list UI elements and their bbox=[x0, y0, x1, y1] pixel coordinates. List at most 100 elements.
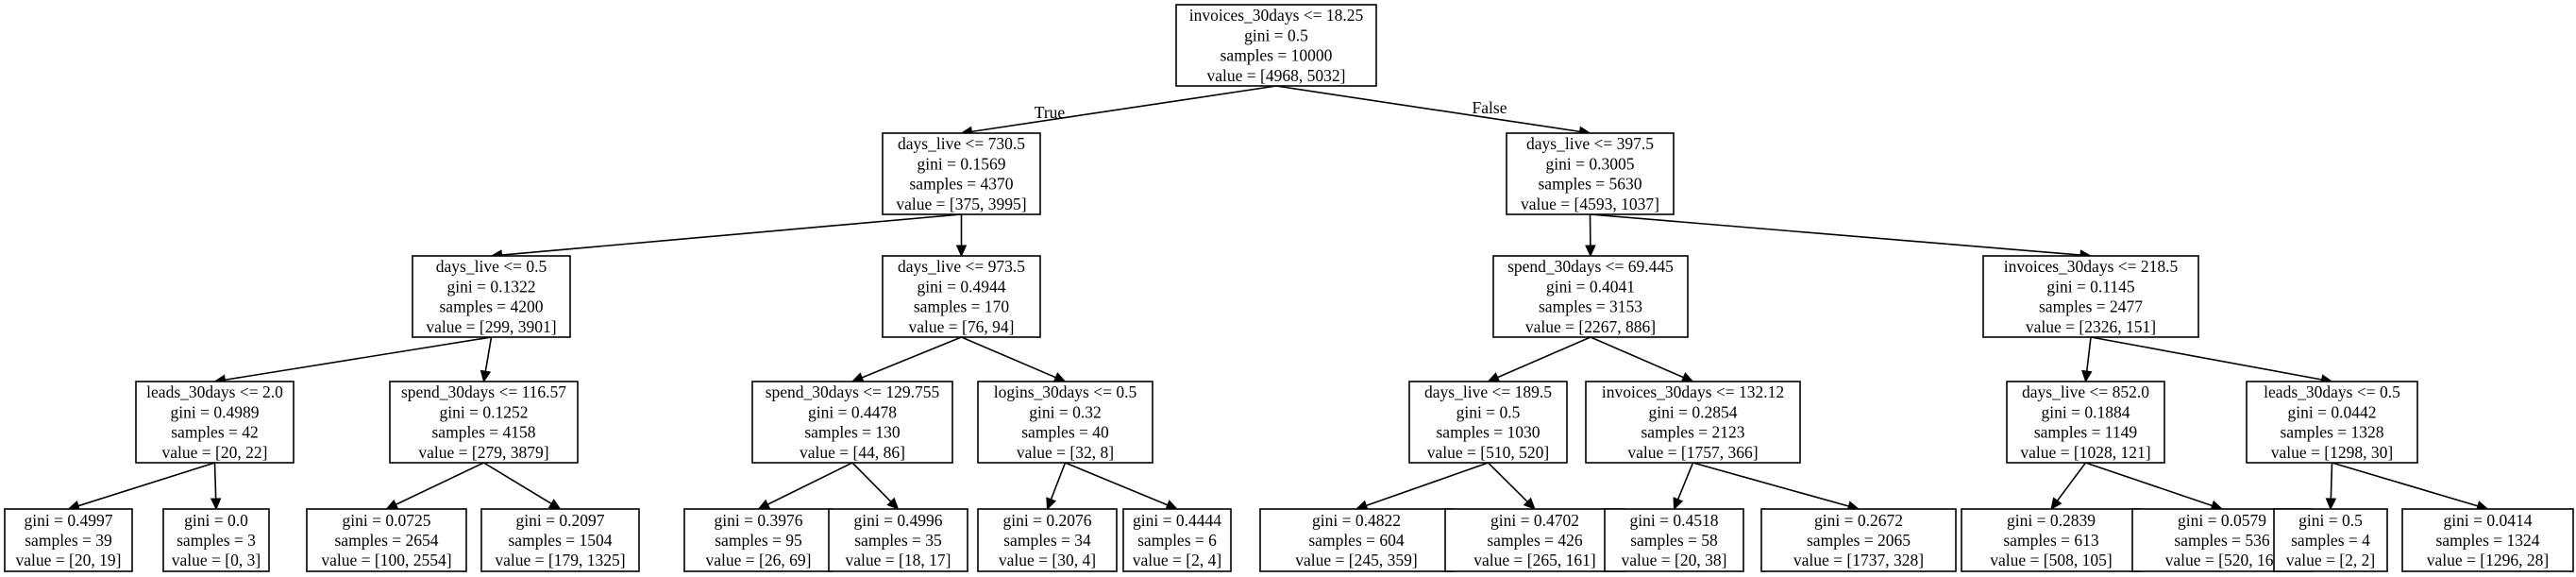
node-text-line: samples = 10000 bbox=[1221, 46, 1333, 65]
tree-edge bbox=[1487, 336, 1591, 382]
node-box bbox=[1492, 255, 1689, 338]
tree-edge bbox=[483, 462, 562, 510]
tree-edge bbox=[2085, 462, 2224, 511]
node-text-line: samples = 1504 bbox=[509, 531, 613, 550]
node-text-line: value = [20, 38] bbox=[1622, 551, 1727, 569]
node-text-line: samples = 40 bbox=[1021, 423, 1109, 442]
node-box bbox=[977, 381, 1153, 464]
node-text-line: gini = 0.2854 bbox=[1649, 402, 1738, 421]
tree-edge bbox=[757, 462, 853, 510]
tree-edge bbox=[1692, 462, 1860, 512]
node-text-line: value = [245, 359] bbox=[1295, 551, 1417, 569]
node-text-line: value = [179, 1325] bbox=[495, 551, 625, 569]
node-text-line: leads_30days <= 0.5 bbox=[2264, 382, 2400, 401]
node-text-line: gini = 0.4822 bbox=[1312, 511, 1401, 530]
node-box bbox=[751, 381, 953, 464]
edge-line bbox=[213, 462, 217, 500]
node-text-line: samples = 536 bbox=[2174, 531, 2269, 550]
tree-edge bbox=[2050, 462, 2087, 510]
node-text-line: gini = 0.0 bbox=[184, 511, 248, 530]
node-text-line: days_live <= 730.5 bbox=[898, 134, 1025, 153]
node-text-line: samples = 95 bbox=[715, 531, 802, 550]
edge-line bbox=[501, 213, 962, 256]
node-text-line: value = [4593, 1037] bbox=[1521, 195, 1659, 213]
arrowhead-icon bbox=[1585, 245, 1596, 258]
node-text-line: gini = 0.1252 bbox=[440, 402, 529, 421]
node-text-line: gini = 0.0414 bbox=[2444, 511, 2533, 530]
node-box bbox=[306, 508, 467, 572]
node-box bbox=[2006, 381, 2165, 464]
arrowhead-icon bbox=[757, 499, 771, 510]
edge-line bbox=[1590, 336, 1684, 379]
node-text-line: gini = 0.1322 bbox=[447, 277, 536, 296]
node-text-line: samples = 1030 bbox=[1437, 423, 1541, 442]
node-text-line: gini = 0.3005 bbox=[1546, 154, 1635, 173]
edge-label-false: False bbox=[1473, 98, 1507, 117]
tree-edge bbox=[385, 462, 484, 510]
node-text-line: value = [1737, 328] bbox=[1793, 551, 1924, 569]
node-text-line: value = [510, 520] bbox=[1427, 443, 1549, 462]
tree-edge bbox=[1275, 85, 1591, 138]
node-text-line: value = [1757, 366] bbox=[1627, 443, 1758, 462]
node-text-line: gini = 0.4996 bbox=[854, 511, 943, 530]
node-text-line: gini = 0.1569 bbox=[918, 154, 1006, 173]
tree-edge bbox=[480, 336, 493, 383]
tree-edge bbox=[2090, 336, 2333, 385]
arrowhead-icon bbox=[1046, 497, 1057, 511]
tree-edge bbox=[1585, 213, 1596, 258]
node-text-line: samples = 2654 bbox=[335, 531, 439, 550]
node-box bbox=[412, 255, 571, 338]
node-text-line: days_live <= 189.5 bbox=[1424, 382, 1552, 401]
edge-line bbox=[2085, 336, 2092, 372]
tree-edge bbox=[2332, 462, 2489, 512]
node-text-line: samples = 4370 bbox=[910, 175, 1014, 194]
arrowhead-icon bbox=[385, 499, 399, 510]
node-box bbox=[2401, 508, 2574, 572]
edge-line bbox=[961, 336, 1056, 379]
node-box bbox=[1506, 132, 1675, 215]
node-text-line: invoices_30days <= 218.5 bbox=[2004, 257, 2179, 276]
edge-line bbox=[1497, 336, 1591, 379]
edge-line bbox=[851, 462, 892, 502]
node-text-line: gini = 0.0725 bbox=[343, 511, 431, 530]
node-text-line: value = [520, 16] bbox=[2165, 551, 2280, 569]
tree-edge bbox=[1355, 462, 1489, 511]
node-text-line: logins_30days <= 0.5 bbox=[994, 382, 1137, 401]
node-text-line: samples = 39 bbox=[25, 531, 112, 550]
node-text-line: value = [2, 2] bbox=[2286, 551, 2375, 569]
edge-line bbox=[1590, 213, 2081, 256]
node-text-line: days_live <= 973.5 bbox=[898, 257, 1025, 276]
node-text-line: samples = 6 bbox=[1137, 531, 1217, 550]
arrowhead-icon bbox=[955, 245, 968, 258]
node-box bbox=[977, 508, 1118, 572]
arrowhead-icon bbox=[547, 499, 562, 510]
arrowhead-icon bbox=[1673, 497, 1684, 511]
tree-edge bbox=[1673, 462, 1694, 511]
node-text-line: samples = 130 bbox=[804, 423, 900, 442]
edge-line bbox=[1366, 462, 1489, 507]
edge-line bbox=[2332, 462, 2479, 507]
node-box bbox=[1408, 381, 1568, 464]
node-text-line: samples = 4200 bbox=[440, 297, 544, 316]
node-text-line: value = [26, 69] bbox=[706, 551, 812, 569]
edge-line bbox=[225, 336, 492, 382]
node-text-line: samples = 4158 bbox=[432, 423, 536, 442]
node-text-line: samples = 42 bbox=[171, 423, 259, 442]
node-text-line: samples = 426 bbox=[1487, 531, 1582, 550]
node-text-line: value = [375, 3995] bbox=[896, 195, 1026, 213]
edge-label-true: True bbox=[1035, 103, 1066, 122]
tree-edge bbox=[960, 85, 1277, 138]
edge-line bbox=[2056, 462, 2087, 501]
node-box bbox=[162, 508, 270, 572]
